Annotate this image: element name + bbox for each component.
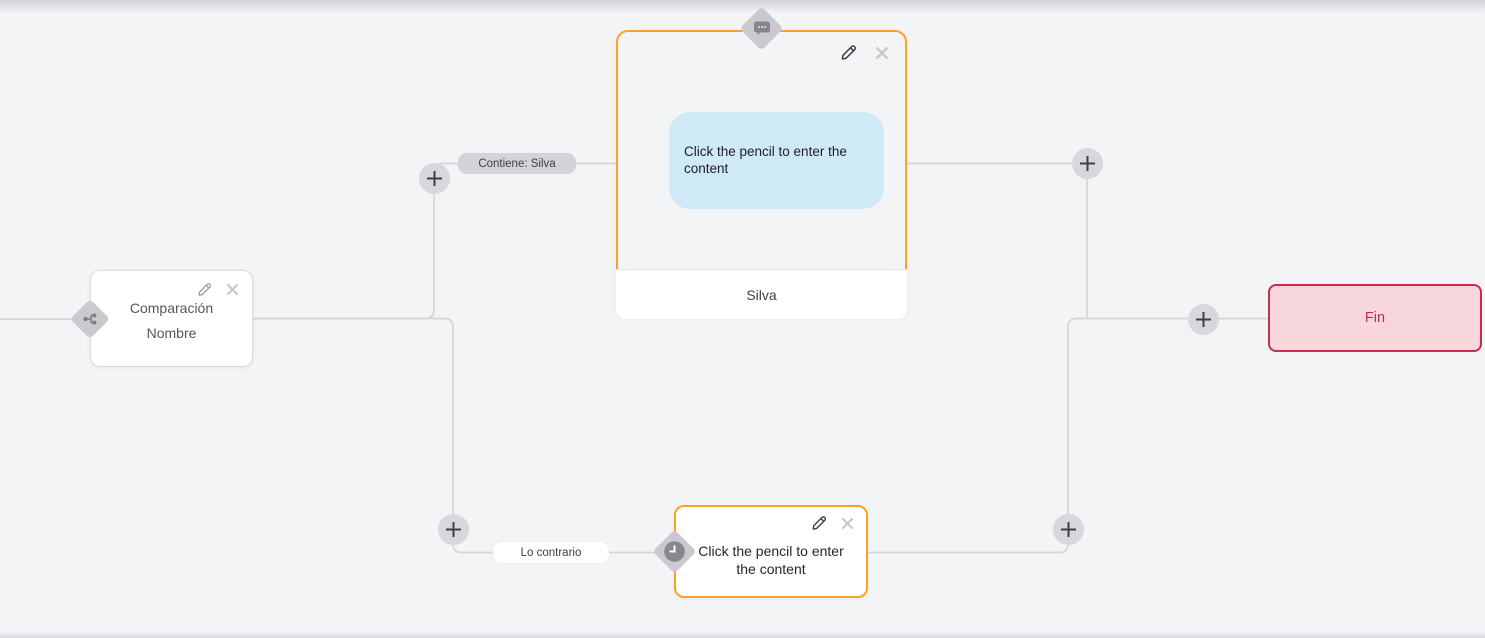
- close-icon: [841, 517, 854, 529]
- message-placeholder-text: Click the pencil to enter the content: [684, 144, 847, 176]
- delete-node-button[interactable]: [873, 44, 891, 62]
- edge-label-condition-true-text: Contiene: Silva: [478, 157, 556, 170]
- message-node-footer: Silva: [616, 269, 907, 319]
- delay-node-card[interactable]: [674, 505, 868, 598]
- message-footer-label: Silva: [746, 286, 777, 303]
- condition-title-line-1: Comparación: [129, 300, 214, 316]
- plus-icon: [1195, 311, 1211, 327]
- edge-label-condition-true[interactable]: Contiene: Silva: [458, 153, 576, 174]
- end-node-label: Fin: [1364, 310, 1386, 326]
- delay-placeholder-text: Click the pencil to enter the content: [698, 543, 844, 577]
- plus-icon: [426, 170, 442, 186]
- condition-node-input-handle[interactable]: [70, 298, 110, 339]
- clock-icon: [663, 540, 686, 563]
- message-bubble: Click the pencil to enter the content: [669, 112, 884, 209]
- delay-node-input-handle[interactable]: [652, 529, 696, 574]
- delete-node-button[interactable]: [224, 281, 241, 298]
- pencil-icon: [812, 516, 826, 530]
- branch-split-icon: [83, 312, 98, 326]
- plus-icon: [445, 521, 461, 537]
- close-icon: [226, 283, 239, 296]
- add-node-button[interactable]: [1052, 513, 1084, 545]
- add-node-button[interactable]: [1071, 147, 1103, 179]
- pencil-icon: [841, 45, 856, 60]
- end-node[interactable]: Fin: [1268, 284, 1482, 352]
- pencil-icon: [198, 283, 212, 296]
- add-node-button[interactable]: [437, 513, 469, 545]
- message-node[interactable]: Click the pencil to enter the content Si…: [616, 6, 907, 319]
- edge-message-to-merge: [906, 162, 1088, 319]
- message-node-input-handle[interactable]: [739, 6, 784, 50]
- add-node-button[interactable]: [1187, 303, 1219, 335]
- plus-icon: [1079, 155, 1095, 171]
- chat-bubble-icon: [753, 20, 771, 36]
- edge-label-otherwise[interactable]: Lo contrario: [493, 542, 609, 563]
- delete-node-button[interactable]: [839, 515, 856, 532]
- condition-title-line-2: Nombre: [146, 325, 197, 341]
- condition-node-title: Comparación Nombre: [90, 296, 253, 346]
- plus-icon: [1060, 521, 1076, 537]
- end-node-card[interactable]: Fin: [1268, 284, 1482, 352]
- edit-node-button[interactable]: [195, 280, 214, 299]
- close-icon: [875, 46, 889, 59]
- add-node-button[interactable]: [418, 162, 450, 194]
- edit-node-button[interactable]: [809, 513, 829, 533]
- edge-label-otherwise-text: Lo contrario: [520, 546, 582, 559]
- edge-condition-to-delay: [253, 317, 676, 554]
- condition-node[interactable]: Comparación Nombre: [70, 270, 253, 367]
- edit-node-button[interactable]: [838, 42, 859, 63]
- edge-delay-to-end: [867, 317, 1269, 554]
- delay-node[interactable]: Click the pencil to enter the content: [652, 505, 868, 598]
